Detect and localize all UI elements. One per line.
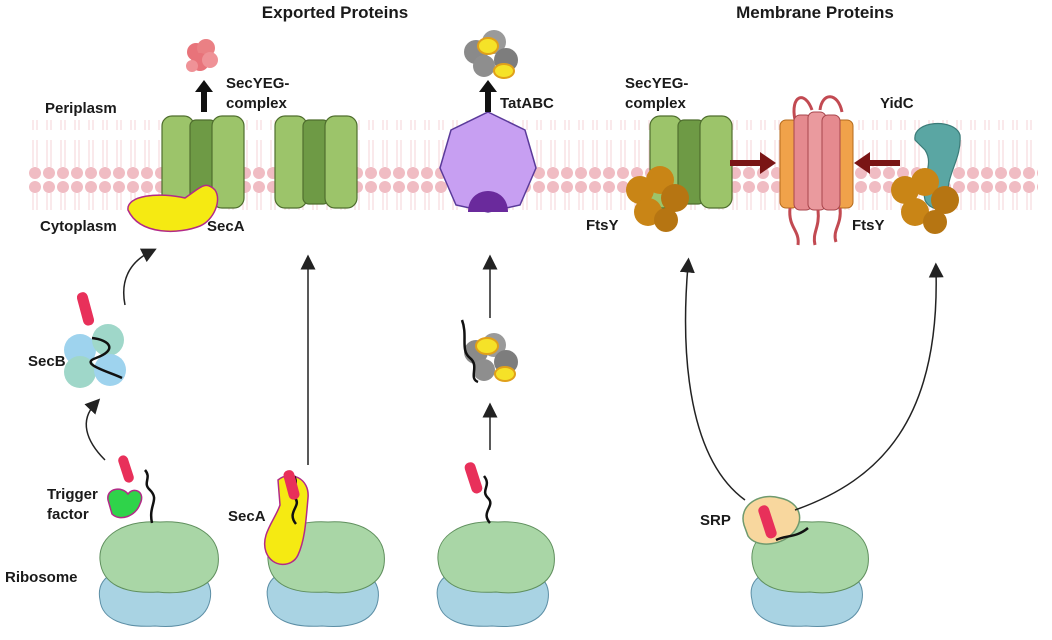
seca-ribosome-label: SecA <box>228 508 266 525</box>
signal-peptide-secb <box>76 292 95 326</box>
secyeg-1-label-line1: SecYEG- <box>226 75 289 92</box>
trigger-factor-label-line2: factor <box>47 506 89 523</box>
exported-protein-pink <box>186 39 218 72</box>
signal-peptide-3 <box>464 462 483 494</box>
seca-motor <box>127 184 219 233</box>
folded-protein-cytoplasm <box>460 319 518 384</box>
trigger-factor <box>107 488 143 519</box>
export-arrow-tat <box>479 80 497 112</box>
seca-membrane-label: SecA <box>207 218 245 235</box>
ribosome-1 <box>98 521 219 627</box>
tatabc-label: TatABC <box>500 95 554 112</box>
signal-peptide-2 <box>283 470 300 500</box>
ftsy-right-label: FtsY <box>852 217 885 234</box>
membrane-protein-helix-bundle <box>779 95 854 246</box>
arrow-secb-to-seca <box>123 248 157 306</box>
ftsy-right <box>891 168 959 234</box>
secb-label: SecB <box>28 353 66 370</box>
nascent-chain-4 <box>775 527 809 542</box>
secyeg-2-label-line2: complex <box>625 95 687 112</box>
signal-peptide-srp <box>758 505 777 539</box>
secyeg-complex-1 <box>161 115 245 209</box>
export-arrow-1 <box>195 80 213 112</box>
exported-proteins-header: Exported Proteins <box>262 3 408 22</box>
secb-complex <box>64 324 126 388</box>
nascent-chain-3 <box>482 475 492 524</box>
arrow-srp-to-ftsy-right <box>794 262 944 511</box>
yidc-label: YidC <box>880 95 914 112</box>
membrane-proteins-header: Membrane Proteins <box>736 3 894 22</box>
secyeg-1-label-line2: complex <box>226 95 288 112</box>
cytoplasm-label: Cytoplasm <box>40 218 117 235</box>
ribosome-label: Ribosome <box>5 569 78 586</box>
srp-label: SRP <box>700 512 731 529</box>
arrow-srp-to-ftsy-left <box>679 257 746 501</box>
secyeg-2-label-line1: SecYEG- <box>625 75 688 92</box>
signal-peptide-1 <box>118 455 134 483</box>
periplasm-label: Periplasm <box>45 100 117 117</box>
tatabc-complex <box>439 111 537 213</box>
folded-protein-exported <box>464 30 518 79</box>
nascent-chain-1 <box>143 469 156 524</box>
insertion-arrow-right <box>854 152 900 174</box>
ribosome-3 <box>436 521 555 627</box>
arrow-trigger-to-secb <box>84 398 106 461</box>
insertion-arrow-left <box>730 152 776 174</box>
ftsy-left <box>626 166 689 232</box>
trigger-factor-label-line1: Trigger <box>47 486 98 503</box>
ftsy-left-label: FtsY <box>586 217 619 234</box>
secyeg-complex-2 <box>274 115 358 209</box>
